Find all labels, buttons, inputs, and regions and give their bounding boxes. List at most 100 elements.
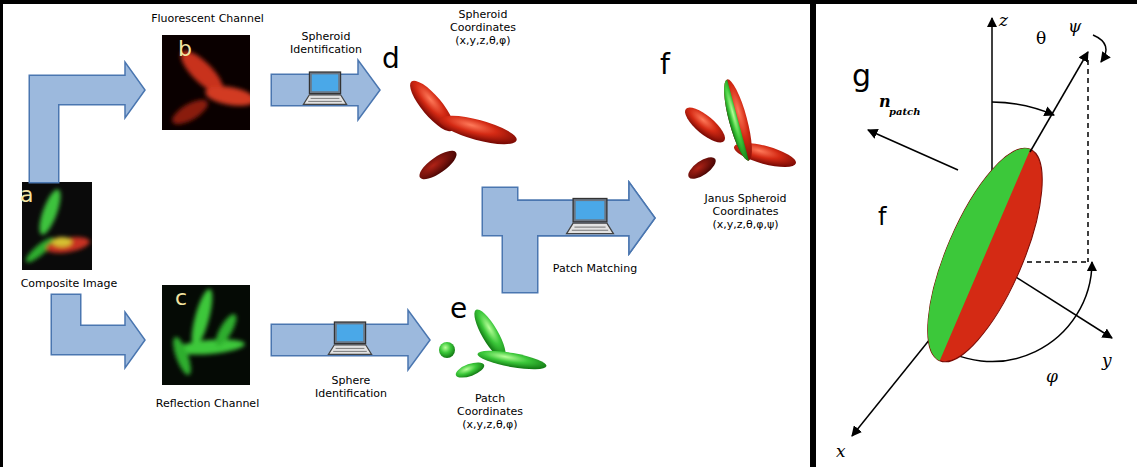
block-arrow (125, 62, 145, 118)
block-arrow (66, 295, 127, 340)
computer-icon (572, 230, 608, 231)
block-arrow (125, 312, 145, 368)
reflection-image (162, 285, 250, 385)
vector-label: n (879, 92, 891, 111)
block-arrow-layer (125, 60, 655, 370)
frame-border (0, 0, 1137, 4)
image-caption: Reflection Channel (145, 397, 270, 410)
reflection-image (162, 285, 250, 385)
axes-sketch (992, 102, 1054, 115)
axis-label: x (836, 441, 846, 461)
vector-arrows (868, 130, 958, 170)
computer-icon (573, 199, 607, 222)
spheroid-render (415, 146, 460, 184)
janus-render (718, 79, 748, 162)
coordinate-caption: Patch Coordinates (x,y,z,θ,φ) (450, 392, 530, 432)
panel-letter: g (852, 58, 871, 94)
patch-render (476, 347, 547, 373)
computer-icon (334, 322, 365, 344)
computer-icon (576, 201, 605, 219)
computer-icon (328, 322, 371, 354)
angle-label: φ (1046, 366, 1058, 386)
axis-label: y (1102, 350, 1112, 370)
computer-icon (311, 98, 340, 99)
janus-render (685, 153, 719, 183)
computer-icon (333, 351, 367, 352)
janus-render (680, 102, 730, 148)
panel-letter: a (20, 182, 33, 208)
image-caption: Composite Image (14, 277, 124, 290)
patch-render (454, 359, 486, 381)
figure-panel: ePatch Coordinates (x,y,z,θ,φ) (430, 292, 550, 436)
coordinate-caption: Janus Spheroid Coordinates (x,y,z,θ,φ,ψ) (693, 192, 798, 232)
computer-icon (303, 72, 346, 104)
block-arrow (520, 218, 631, 292)
composite-image (35, 187, 65, 237)
figure-panel: fJanus Spheroid Coordinates (x,y,z,θ,φ,ψ… (655, 48, 800, 238)
vector-arrows (1030, 52, 1088, 152)
computer-icon (567, 223, 614, 233)
janus-ellipsoid (905, 134, 1065, 375)
janus-ellipsoid (905, 134, 1031, 360)
block-arrow (629, 182, 655, 254)
spheroid-render (437, 110, 519, 150)
block-arrow (44, 90, 127, 182)
figure-panel: d Spheroid Coordinates (x,y,z,θ,φ) (380, 8, 526, 188)
panel-letter: d (382, 42, 400, 76)
spheroid-render (404, 75, 519, 184)
computer-icon (337, 324, 363, 341)
fluorescent-image (204, 83, 250, 109)
reflection-image (187, 287, 216, 349)
computer-icon (309, 72, 340, 94)
step-label: Sphere Identification (309, 374, 393, 400)
frame-border (0, 0, 3, 467)
block-arrow (272, 75, 360, 105)
axes-sketch (1087, 60, 1089, 262)
patch-render (439, 342, 455, 358)
panel-letter: e (450, 292, 467, 326)
axis-label: z (999, 10, 1008, 30)
block-arrow-layer (44, 90, 631, 340)
frame-border (810, 0, 816, 467)
computer-icon (312, 74, 338, 91)
composite-image (52, 237, 72, 247)
computer-icon (303, 95, 346, 105)
panel-letter: b (178, 36, 192, 62)
fluorescent-image (169, 95, 212, 129)
fluorescent-image (162, 35, 256, 130)
janus-render (718, 77, 757, 163)
janus-render (718, 77, 757, 163)
angle-label: ψ (1068, 16, 1081, 36)
block-arrow (272, 325, 410, 355)
axes-sketch (852, 18, 1112, 436)
computer-icon (574, 227, 605, 228)
fluorescent-image (162, 35, 250, 130)
computer-icon (328, 345, 371, 355)
vector-arrows (868, 52, 1088, 170)
reflection-image (170, 335, 195, 377)
reflection-image (212, 311, 240, 348)
image-caption: Fluorescent Channel (145, 12, 270, 25)
janus-render (680, 77, 798, 183)
panel-letter: c (175, 285, 187, 311)
janus-ellipsoid (905, 134, 1065, 375)
figure-panel: cReflection Channel (145, 285, 272, 415)
computer-icon (336, 348, 365, 349)
step-label: Patch Matching (545, 262, 645, 275)
coordinate-caption: Spheroid Coordinates (x,y,z,θ,φ) (442, 8, 524, 48)
axes-sketch (1093, 35, 1106, 62)
figure-panel: Fluorescent Channel b (145, 12, 272, 137)
block-arrow (358, 60, 380, 120)
angle-label: θ (1036, 28, 1046, 48)
block-arrow (629, 182, 655, 254)
computer-icon (567, 199, 614, 234)
block-arrow (408, 310, 430, 370)
computer-icon (308, 101, 342, 102)
vector-subscript: patch (889, 106, 920, 118)
step-label: Spheroid Identification (284, 30, 368, 56)
panel-letter: f (660, 48, 670, 82)
panel-letter: f (878, 203, 886, 232)
